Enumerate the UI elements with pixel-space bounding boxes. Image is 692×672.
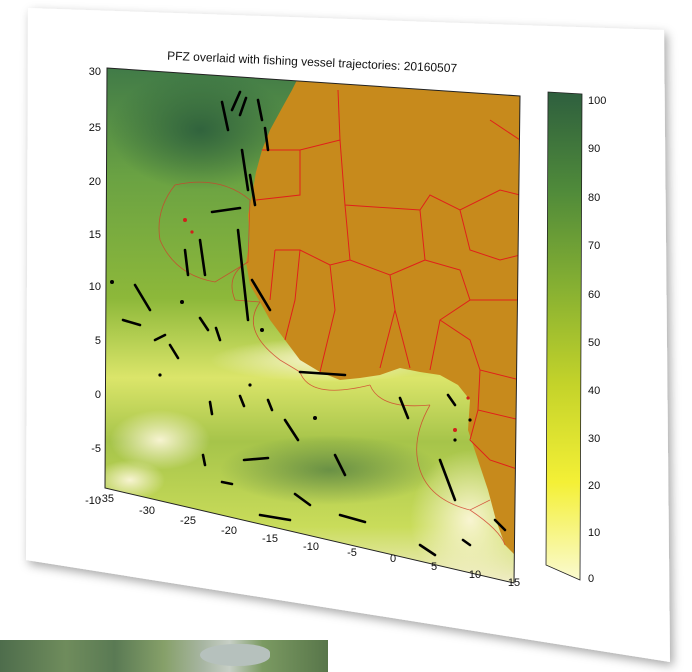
x-tick-label: 0 bbox=[390, 553, 396, 565]
africa-landmass bbox=[246, 74, 520, 560]
map-plot-area bbox=[105, 68, 520, 583]
map-frame bbox=[104, 67, 521, 584]
colorbar-tick-label: 30 bbox=[588, 433, 600, 445]
x-tick-label: -30 bbox=[139, 505, 155, 517]
y-tick-label: -10 bbox=[85, 495, 101, 507]
colorbar-tick-label: 90 bbox=[588, 143, 600, 155]
vessel-trajectories bbox=[121, 90, 507, 557]
x-tick-label: -10 bbox=[303, 541, 319, 553]
colorbar-tick-label: 100 bbox=[588, 95, 606, 107]
colorbar-tick-label: 60 bbox=[588, 289, 600, 301]
y-tick-label: 10 bbox=[89, 281, 101, 293]
x-axis-ticks: -35 -30 -25 -20 -15 -10 -5 0 5 10 15 bbox=[98, 493, 520, 589]
colorbar-tick-label: 40 bbox=[588, 385, 600, 397]
colorbar-ticks: 100 90 80 70 60 50 40 30 20 10 0 bbox=[588, 95, 606, 585]
x-tick-label: 15 bbox=[508, 577, 520, 589]
colorbar-tick-label: 10 bbox=[588, 527, 600, 539]
photo-water-area bbox=[200, 644, 270, 666]
y-tick-label: 30 bbox=[89, 66, 101, 78]
x-tick-label: -20 bbox=[221, 525, 237, 537]
x-tick-label: -5 bbox=[347, 547, 357, 559]
y-tick-label: 5 bbox=[95, 335, 101, 347]
y-axis-ticks: 30 25 20 15 10 5 0 -5 -10 bbox=[85, 66, 101, 507]
colorbar-tick-label: 20 bbox=[588, 480, 600, 492]
colorbar-tick-label: 50 bbox=[588, 337, 600, 349]
x-tick-label: -15 bbox=[262, 533, 278, 545]
y-tick-label: 20 bbox=[89, 176, 101, 188]
colorbar-tick-label: 70 bbox=[588, 240, 600, 252]
country-borders bbox=[255, 89, 520, 471]
colorbar-tick-label: 0 bbox=[588, 573, 594, 585]
x-tick-label: -25 bbox=[180, 515, 196, 527]
colorbar-tick-label: 80 bbox=[588, 192, 600, 204]
aerial-photo-thumbnail bbox=[0, 640, 328, 672]
y-tick-label: 25 bbox=[89, 122, 101, 134]
eez-boundaries bbox=[158, 181, 506, 546]
y-tick-label: -5 bbox=[91, 443, 101, 455]
y-tick-label: 0 bbox=[95, 389, 101, 401]
flagged-vessel-points bbox=[183, 218, 470, 432]
x-tick-label: 5 bbox=[431, 561, 437, 573]
x-tick-label: -35 bbox=[98, 493, 114, 505]
colorbar bbox=[545, 91, 583, 581]
vessel-dots bbox=[110, 280, 472, 442]
x-tick-label: 10 bbox=[469, 569, 481, 581]
y-tick-label: 15 bbox=[89, 229, 101, 241]
